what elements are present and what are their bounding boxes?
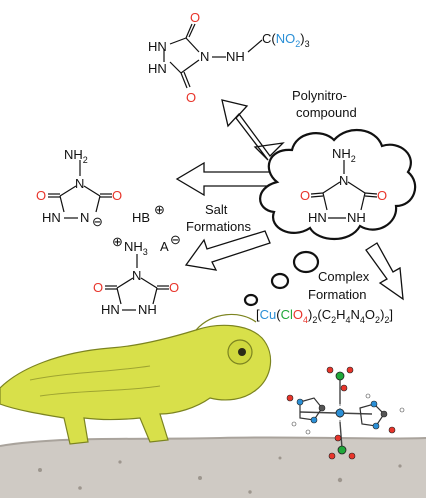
atom-nh-link: NH [226,49,245,64]
molecule-salt-hb: NH2 N O O HN N ⊖ HB ⊕ [36,147,165,229]
atom-o-right: O [169,280,179,295]
crystal-structure-illustration [286,366,405,460]
nitro-substituent: C(NO2)3 [262,31,310,49]
plus-charge: ⊕ [154,202,165,217]
plus-charge: ⊕ [112,234,123,249]
atom-nh-right: NH [347,210,366,225]
atom-hn-upper: HN [148,39,167,54]
molecule-polynitro: HN HN O O N NH C(NO2)3 [148,10,310,105]
atom-n-anion: N [80,210,89,225]
chameleon-illustration [0,313,272,445]
minus-charge: ⊖ [170,232,181,247]
atom-o-left: O [93,280,103,295]
anion-a: A [160,239,169,254]
atom-nh3: NH3 [124,239,148,257]
minus-charge: ⊖ [92,214,103,229]
atom-nh2: NH2 [332,146,356,164]
label-polynitro-line1: Polynitro- [292,88,347,103]
atom-o-lower: O [186,90,196,105]
atom-o-upper: O [190,10,200,25]
stone-wall [0,436,426,498]
atom-o-left: O [36,188,46,203]
label-salt-line2: Formations [186,219,252,234]
label-polynitro-line2: compound [296,105,357,120]
atom-o-right: O [377,188,387,203]
thought-cloud [243,128,417,307]
arrow-to-complex [365,242,404,301]
molecule-salt-a: ⊕ NH3 A ⊖ N O O HN NH [93,232,181,317]
atom-hn-lower: HN [148,61,167,76]
atom-n-ring: N [200,49,209,64]
complex-formula: [Cu(ClO4)2(C2H4N4O2)2] [256,307,393,325]
atom-hn-left: HN [308,210,327,225]
label-complex-line1: Complex [318,269,370,284]
atom-nh: NH [138,302,157,317]
arrow-to-salt-lower [184,230,271,271]
atom-o-left: O [300,188,310,203]
atom-o-right: O [112,188,122,203]
atom-n-top: N [132,268,141,283]
molecule-center: NH2 N O O HN NH [300,146,387,225]
atom-hn: HN [42,210,61,225]
atom-n-top: N [75,176,84,191]
label-salt-line1: Salt [205,202,228,217]
arrow-to-polynitro [221,99,285,161]
arrow-to-salt-upper [175,161,277,197]
atom-hn: HN [101,302,120,317]
atom-n-top: N [339,173,348,188]
label-complex-line2: Formation [308,287,367,302]
atom-nh2: NH2 [64,147,88,165]
cation-hb: HB [132,210,150,225]
